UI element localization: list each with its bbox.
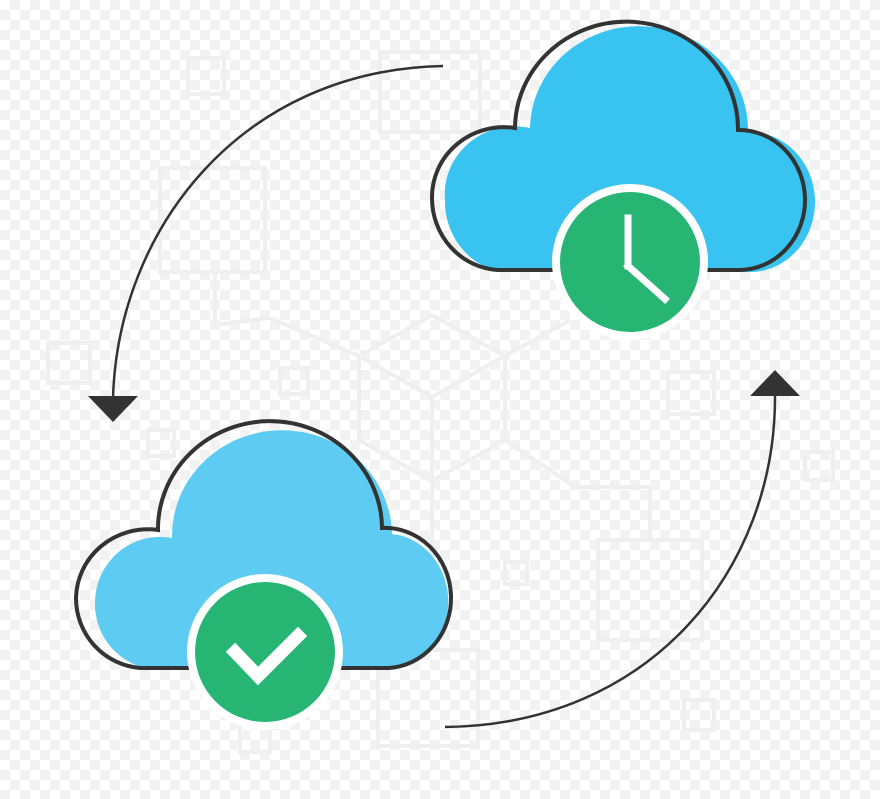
bg-box bbox=[158, 166, 267, 274]
sync-arrow-top bbox=[88, 64, 444, 422]
bg-box bbox=[278, 366, 310, 396]
hexagon-inner-lines bbox=[358, 354, 506, 400]
cloud-outline bbox=[429, 19, 807, 272]
cloud-shadow-fill bbox=[444, 26, 816, 272]
top-cloud bbox=[429, 19, 816, 340]
bg-box bbox=[682, 698, 716, 732]
bg-box bbox=[186, 56, 226, 96]
sync-arrow-bottom bbox=[444, 370, 800, 729]
bg-box bbox=[146, 428, 176, 458]
checkmark-badge bbox=[187, 574, 343, 730]
bg-box bbox=[503, 560, 529, 586]
connector-line bbox=[503, 438, 577, 489]
clock-icon bbox=[623, 214, 670, 304]
sync-arrow-up-icon bbox=[444, 394, 777, 729]
bg-box bbox=[378, 50, 482, 134]
sync-arrow-down-icon bbox=[111, 64, 444, 399]
connector-line bbox=[214, 316, 271, 327]
cloud-outline bbox=[73, 419, 453, 670]
connector-line bbox=[269, 316, 360, 358]
checkmark-icon bbox=[225, 626, 308, 686]
bg-box bbox=[596, 538, 704, 642]
bg-box bbox=[803, 450, 835, 482]
bottom-cloud bbox=[73, 419, 453, 730]
connector-line bbox=[504, 318, 571, 358]
arrowhead-up bbox=[750, 370, 800, 396]
bg-box bbox=[666, 370, 716, 416]
clock-badge bbox=[552, 184, 708, 340]
cloud-shadow-fill bbox=[94, 430, 449, 668]
background-network bbox=[46, 50, 835, 754]
bg-box bbox=[46, 341, 92, 385]
arrowhead-down bbox=[88, 396, 138, 422]
